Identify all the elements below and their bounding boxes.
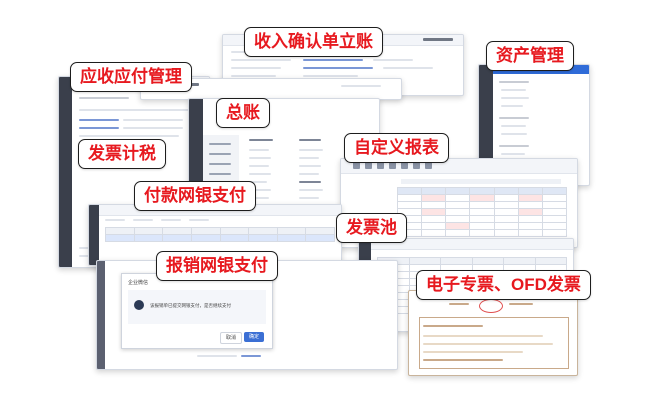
callout-ledger: 总账 [216, 98, 270, 128]
callout-reimburse: 报销网银支付 [156, 251, 278, 281]
callout-invoice-pool: 发票池 [336, 213, 407, 243]
dialog-title: 企业微信 [128, 280, 149, 286]
print-icon[interactable] [365, 162, 372, 169]
invoice-seal [479, 299, 503, 313]
refresh-icon[interactable] [401, 162, 408, 169]
ok-button[interactable]: 确定 [244, 332, 264, 342]
callout-payment: 付款网银支付 [134, 181, 256, 211]
settings-icon[interactable] [425, 162, 432, 169]
callout-einvoice: 电子专票、OFD发票 [416, 270, 591, 300]
report-title-row [401, 179, 561, 184]
invoice-body [419, 317, 569, 369]
einvoice-window [408, 290, 578, 376]
callout-ar-ap: 应收应付管理 [70, 62, 192, 92]
dialog-message: 该报销单已提交网银支付，是否继续支付 [150, 303, 231, 308]
filter-icon[interactable] [389, 162, 396, 169]
chart-icon[interactable] [413, 162, 420, 169]
report-grid [396, 187, 568, 237]
dialog-body [128, 290, 266, 324]
callout-invoice-tax: 发票计税 [78, 139, 166, 169]
cancel-button[interactable]: 取消 [220, 332, 242, 344]
custom-report-window [340, 158, 578, 248]
payment-grid [105, 227, 335, 242]
wallet-icon [134, 300, 144, 310]
callout-receipt: 收入确认单立账 [244, 27, 383, 57]
callout-assets: 资产管理 [486, 41, 574, 71]
reimburse-dialog: 企业微信 × 该报销单已提交网银支付，是否继续支付 取消 确定 [121, 273, 273, 349]
callout-custom-report: 自定义报表 [344, 133, 449, 163]
save-icon[interactable] [353, 162, 360, 169]
export-icon[interactable] [377, 162, 384, 169]
